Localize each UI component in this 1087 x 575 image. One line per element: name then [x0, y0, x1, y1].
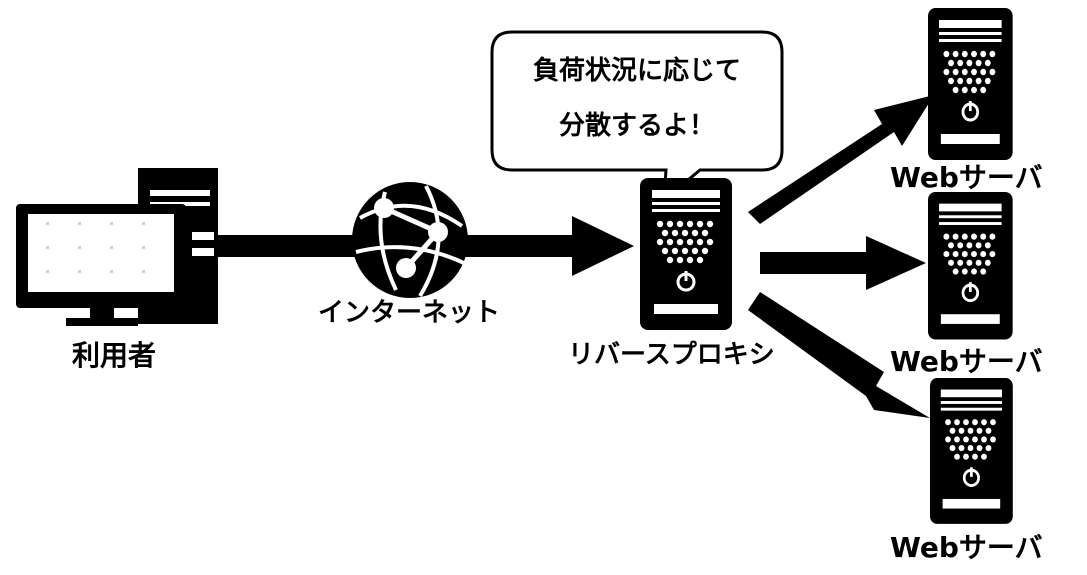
web-server-1-label: Webサーバ: [890, 161, 1043, 194]
bubble-line-1: 負荷状況に応じて: [532, 56, 741, 86]
web-server-3-label: Webサーバ: [890, 531, 1043, 564]
proxy-label: リバースプロキシ: [568, 340, 775, 370]
internet-label: インターネット: [318, 298, 501, 328]
web-server-2-label: Webサーバ: [890, 345, 1043, 378]
arrow-proxy-to-server-3: [748, 292, 930, 418]
web-server-1: [926, 6, 1015, 162]
user-label: 利用者: [72, 339, 157, 372]
desktop-computer-icon: [16, 168, 218, 326]
web-server-3: [928, 376, 1015, 526]
web-server-2: [926, 190, 1015, 341]
arrow-proxy-to-server-1: [748, 95, 934, 224]
bubble-line-2: 分散するよ！: [558, 111, 715, 141]
globe-network-icon: [352, 182, 468, 298]
reverse-proxy-server: [638, 176, 734, 332]
arrow-proxy-to-server-2: [760, 236, 926, 290]
